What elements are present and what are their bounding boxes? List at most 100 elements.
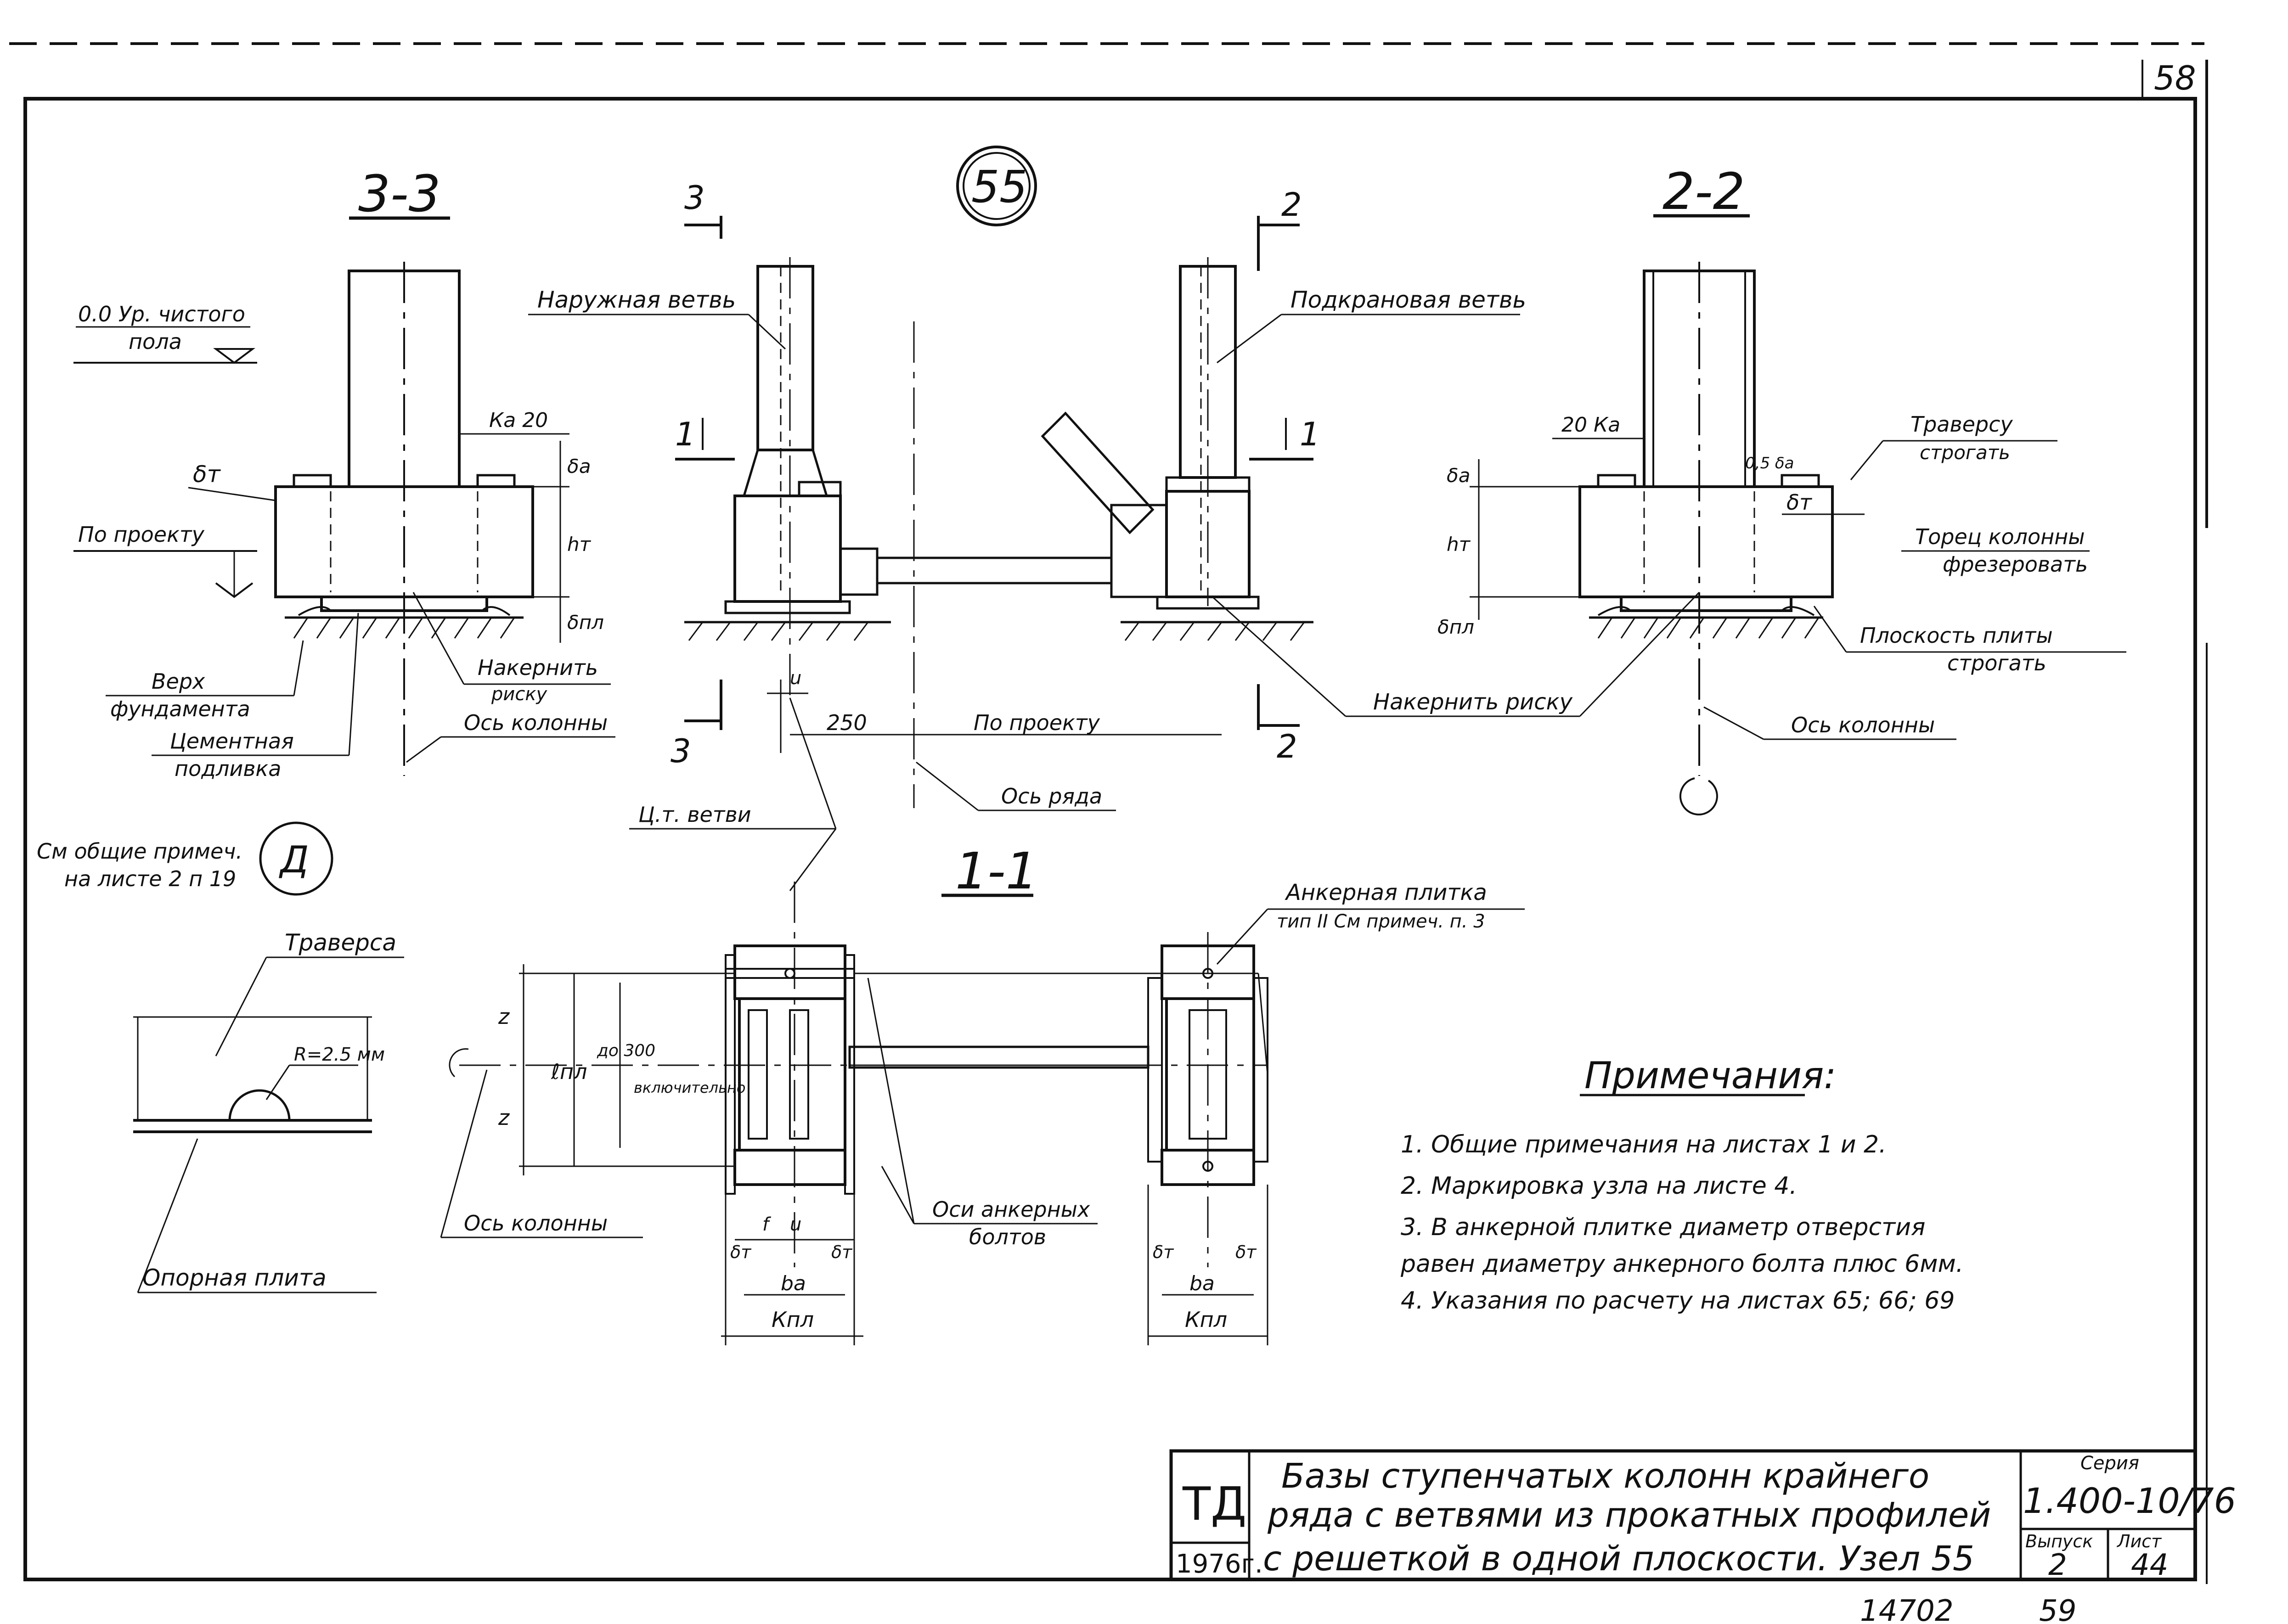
node-d-letter: Д — [279, 838, 309, 881]
section-title-2-2: 2-2 — [1662, 162, 1745, 221]
node-number: 55 — [971, 161, 1027, 213]
dim-delta-a: δа — [567, 455, 591, 478]
dim-delta-a-2: δа — [1447, 464, 1470, 487]
label-po-proektu-2: По проекту — [974, 710, 1100, 735]
label-torec-1: Торец колонны — [1915, 524, 2085, 549]
dim-20-ka: 20 Ка — [1561, 413, 1620, 437]
dim-delta-t-5: δт — [1153, 1242, 1174, 1262]
dim-delta-t-3: δт — [730, 1242, 752, 1262]
label-see-notes-1: См общие примеч. — [37, 839, 242, 864]
dim-do-300-b: включительно — [634, 1079, 745, 1096]
label-nakernit-2: риску — [491, 684, 548, 705]
label-verh-2: фундамента — [110, 697, 250, 721]
title-line-2: ряда с ветвями из прокатных профилей — [1267, 1495, 1991, 1535]
section-title-3-3: 3-3 — [358, 164, 441, 223]
elevation-view: 55 3 3 2 2 1 1 — [528, 146, 1700, 891]
label-verh-1: Верх — [152, 669, 205, 694]
section-title-1-1: 1-1 — [955, 842, 1038, 900]
label-ploskost-2: строгать — [1947, 651, 2046, 675]
label-ankernaya-2: тип II См примеч. п. 3 — [1277, 911, 1485, 932]
title-line-3: с решеткой в одной плоскости. Узел 55 — [1263, 1539, 1974, 1579]
label-podkranovaya-vetv: Подкрановая ветвь — [1291, 287, 1526, 313]
title-line-1: Базы ступенчатых колонн крайнего — [1281, 1456, 1929, 1496]
dim-u-2: u — [790, 1214, 801, 1235]
dim-k-pl-2: Кпл — [1185, 1307, 1227, 1332]
dim-delta-t-2: δт — [1786, 490, 1812, 515]
title-block: ТД 1976г. Базы ступенчатых колонн крайне… — [1169, 1449, 2236, 1582]
dim-l-pl: ℓпл — [551, 1059, 587, 1084]
dim-b-a-2: bа — [1189, 1272, 1215, 1295]
seria-label: Серия — [2080, 1453, 2139, 1474]
dim-b-a: bа — [781, 1272, 806, 1295]
label-traversu-2: строгать — [1920, 441, 2010, 464]
bottom-number-right: 59 — [2039, 1594, 2076, 1624]
section-mark-2-bottom: 2 — [1277, 728, 1297, 765]
label-opornaya: Опорная плита — [142, 1264, 327, 1291]
label-ct-vetvi: Ц.т. ветви — [638, 802, 751, 827]
dim-delta-pl: δпл — [567, 611, 604, 634]
label-see-notes-2: на листе 2 п 19 — [64, 866, 236, 891]
dim-z-top: z — [498, 1004, 510, 1029]
node-circle — [956, 146, 1037, 226]
label-po-proektu: По проекту — [78, 522, 205, 547]
section-2-2: 2-2 δа hт δпл 20 Ка 0,5 δа δт — [1437, 162, 2126, 815]
sheet-frame — [23, 97, 2197, 1581]
page-number: 58 — [2154, 59, 2196, 97]
section-mark-3-bottom: 3 — [671, 732, 691, 770]
note-4: 4. Указания по расчету на листах 65; 66;… — [1401, 1287, 1955, 1315]
label-traversa: Траверса — [285, 929, 396, 956]
label-traversu-1: Траверсу — [1910, 412, 2013, 437]
label-floor-level-1: 0.0 Ур. чистого — [78, 302, 245, 326]
label-torec-2: фрезеровать — [1943, 552, 2088, 577]
title-org: ТД — [1182, 1477, 1246, 1531]
section-mark-1-right: 1 — [1300, 416, 1320, 453]
label-osi-ankernyh-1: Оси анкерных — [932, 1197, 1090, 1222]
label-os-kolonny-3: Ось колонны — [464, 1211, 608, 1236]
dim-k-pl: Кпл — [772, 1307, 814, 1332]
vypusk-label: Выпуск — [2025, 1531, 2093, 1551]
dim-half-delta-a: 0,5 δа — [1745, 454, 1794, 472]
label-os-kolonny: Ось колонны — [464, 710, 608, 735]
label-ploskost-1: Плоскость плиты — [1860, 623, 2053, 648]
section-mark-3-top: 3 — [684, 179, 705, 217]
label-radius: R=2.5 мм — [294, 1044, 385, 1065]
notes-block: Примечания: 1. Общие примечания на листа… — [1400, 1054, 1963, 1315]
dim-250: 250 — [827, 710, 867, 735]
notes-title: Примечания: — [1584, 1054, 1836, 1097]
section-mark-1-left: 1 — [675, 416, 696, 453]
dim-u: u — [790, 668, 801, 689]
detail-d: См общие примеч. на листе 2 п 19 Д Траве… — [37, 821, 404, 1293]
label-cement-1: Цементная — [170, 729, 294, 753]
seria-value: 1.400-10/76 — [2023, 1480, 2236, 1521]
dim-delta-pl-2: δпл — [1437, 616, 1474, 638]
dim-ka20: Ка 20 — [489, 409, 548, 432]
vypusk-value: 2 — [2048, 1548, 2067, 1582]
note-3: 3. В анкерной плитке диаметр отверстия — [1401, 1214, 1925, 1241]
dim-delta-t: δт — [193, 461, 221, 488]
label-ankernaya-1: Анкерная плитка — [1285, 880, 1487, 905]
label-os-kolonny-2: Ось колонны — [1791, 713, 1935, 737]
label-os-ryada: Ось ряда — [1001, 784, 1102, 809]
dim-h-t-2: hт — [1447, 533, 1471, 556]
bottom-number-left: 14702 — [1860, 1594, 1954, 1624]
section-3-3: 3-3 0.0 Ур. чистого пола По проек — [73, 164, 615, 781]
section-mark-2-top: 2 — [1281, 186, 1302, 224]
label-floor-level-2: пола — [129, 329, 182, 354]
label-cement-2: подливка — [175, 756, 281, 781]
label-nakernit-1: Накернить — [478, 655, 598, 680]
note-2: 2. Маркировка узла на листе 4. — [1401, 1172, 1797, 1200]
title-year: 1976г. — [1176, 1549, 1263, 1579]
label-naruzhnaya-vetv: Наружная ветвь — [537, 287, 736, 313]
node-d-circle — [259, 821, 333, 896]
label-osi-ankernyh-2: болтов — [969, 1225, 1046, 1249]
note-1: 1. Общие примечания на листах 1 и 2. — [1401, 1131, 1887, 1158]
list-value: 44 — [2131, 1548, 2168, 1582]
note-3-cont: равен диаметру анкерного болта плюс 6мм. — [1400, 1250, 1963, 1278]
dim-do-300-a: до 300 — [597, 1041, 655, 1060]
list-label: Лист — [2116, 1531, 2162, 1551]
dim-delta-t-4: δт — [831, 1242, 853, 1262]
dim-h-t: hт — [567, 533, 592, 556]
section-1-1: 1-1 z z ℓпл до — [440, 842, 1525, 1345]
dim-delta-t-6: δт — [1235, 1242, 1257, 1262]
